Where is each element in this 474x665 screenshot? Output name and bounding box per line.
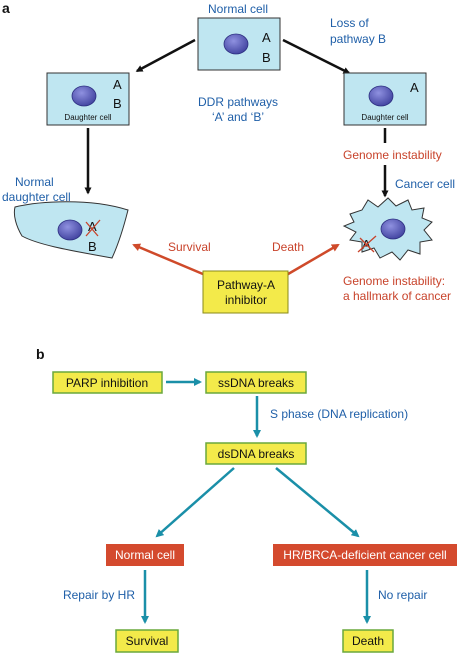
hallmark-label: Genome instability: xyxy=(343,274,445,288)
normal-cell-caption: Normal cell xyxy=(208,2,268,16)
survival-result-label: Survival xyxy=(126,634,169,648)
normal-cell-box xyxy=(106,544,184,566)
cancer-cell-label: Cancer cell xyxy=(395,177,455,191)
s-phase-label: S phase (DNA replication) xyxy=(270,407,408,421)
arrow-to-normal-cell xyxy=(155,467,235,538)
normal-daughter-label: Normal xyxy=(15,175,54,189)
panel-b-label: b xyxy=(36,346,45,362)
normal-daughter-label-2: daughter cell xyxy=(2,190,71,204)
ddr-pathways-label-2: ‘A’ and ‘B’ xyxy=(212,110,264,124)
gene-b-label: B xyxy=(113,96,122,111)
normal-cell-label: Normal cell xyxy=(115,548,175,562)
cross-mark xyxy=(357,235,377,253)
cross-mark xyxy=(85,221,99,237)
loss-of-pathway-label-2: pathway B xyxy=(330,32,386,46)
pathway-a-inhibitor-box xyxy=(202,270,289,314)
gene-a-label: A xyxy=(88,219,97,234)
arrow-to-left-daughter xyxy=(135,38,196,73)
survival-arrow xyxy=(132,243,211,279)
nucleus-icon xyxy=(380,218,406,240)
daughter-cell-caption: Daughter cell xyxy=(361,113,408,122)
genome-instability-label: Genome instability xyxy=(343,148,442,162)
parp-inhibition-label: PARP inhibition xyxy=(66,376,148,390)
nucleus-icon xyxy=(71,85,97,107)
gene-b-label: B xyxy=(262,50,271,65)
nucleus-icon xyxy=(223,33,249,55)
dsdna-breaks-box xyxy=(205,442,307,465)
nucleus-icon xyxy=(57,219,83,241)
panel-a-label: a xyxy=(2,0,10,16)
death-label: Death xyxy=(272,240,304,254)
death-result-label: Death xyxy=(352,634,384,648)
deficient-cancer-cell-label: HR/BRCA-deficient cancer cell xyxy=(283,548,446,562)
ddr-pathways-label: DDR pathways xyxy=(198,95,278,109)
daughter-cell-caption: Daughter cell xyxy=(64,113,111,122)
gene-a-label: A xyxy=(410,80,419,95)
hallmark-label-2: a hallmark of cancer xyxy=(343,289,451,303)
survival-label: Survival xyxy=(168,240,211,254)
ssdna-breaks-box xyxy=(205,371,307,394)
nucleus-icon xyxy=(368,85,394,107)
gene-a-label: A xyxy=(262,30,271,45)
no-repair-label: No repair xyxy=(378,588,427,602)
arrow-to-deficient-cell xyxy=(275,467,360,538)
ssdna-breaks-label: ssDNA breaks xyxy=(218,376,294,390)
survival-box xyxy=(115,629,179,653)
parp-inhibition-box xyxy=(52,371,163,394)
loss-of-pathway-label: Loss of xyxy=(330,16,369,30)
cross-mark xyxy=(85,219,101,237)
deficient-cancer-cell-box xyxy=(273,544,457,566)
inhibitor-label-2: inhibitor xyxy=(225,293,267,307)
arrow-to-right-daughter xyxy=(282,38,351,75)
death-arrow xyxy=(282,243,340,279)
cross-mark xyxy=(359,237,375,253)
death-box xyxy=(342,629,394,653)
inhibitor-label: Pathway-A xyxy=(217,278,275,292)
repair-by-hr-label: Repair by HR xyxy=(63,588,135,602)
gene-a-label: A xyxy=(113,77,122,92)
gene-b-label: B xyxy=(88,239,97,254)
dsdna-breaks-label: dsDNA breaks xyxy=(218,447,295,461)
